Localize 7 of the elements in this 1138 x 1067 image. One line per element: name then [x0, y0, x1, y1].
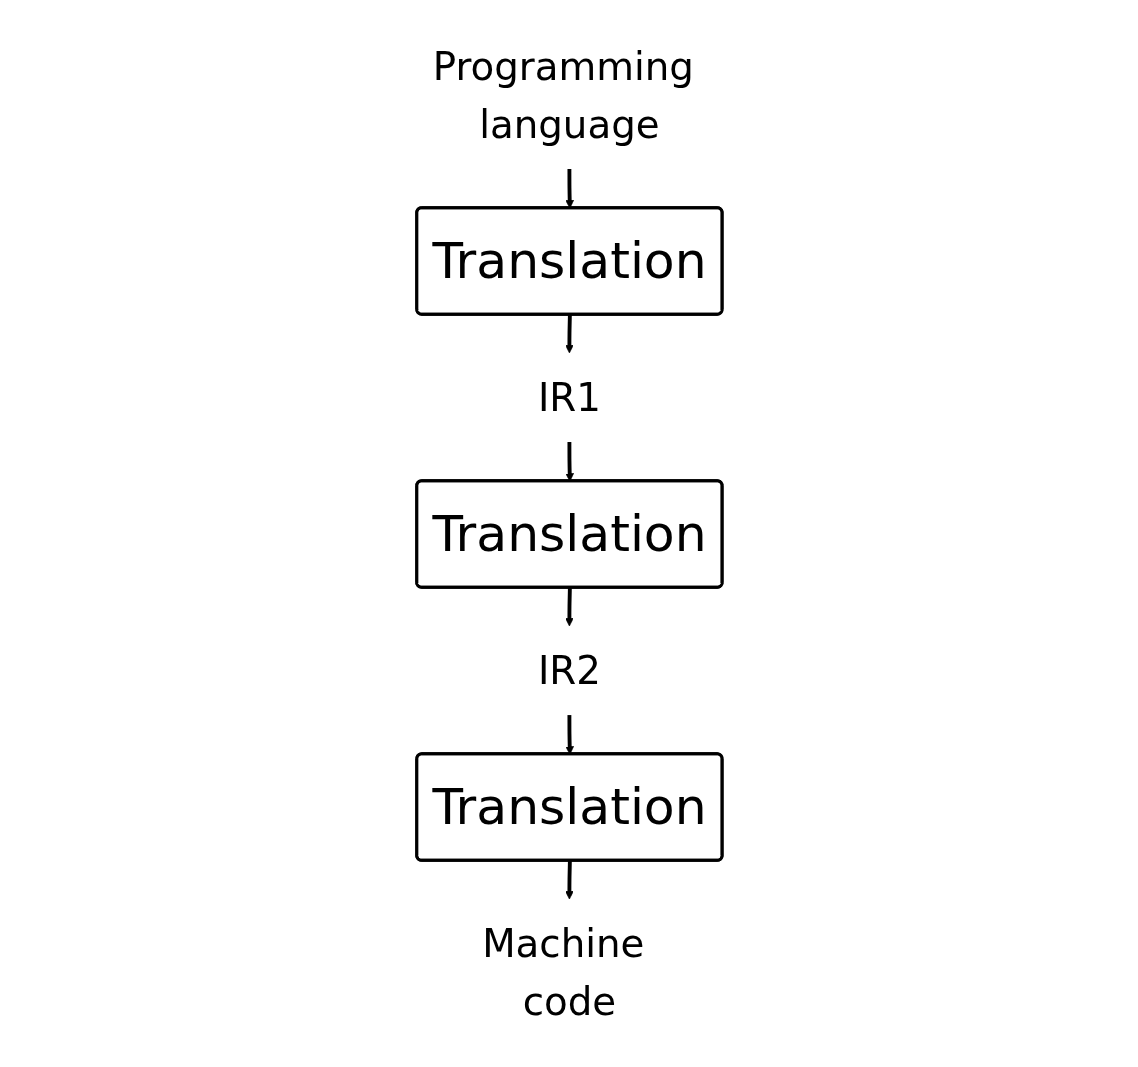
arrow	[564, 587, 574, 626]
node-text: IR1	[537, 374, 601, 420]
node-text: Machine code	[481, 920, 644, 1024]
arrow	[564, 860, 574, 899]
arrow	[564, 314, 574, 353]
node-text: Programming language	[432, 43, 694, 147]
node-text: IR2	[537, 647, 601, 693]
